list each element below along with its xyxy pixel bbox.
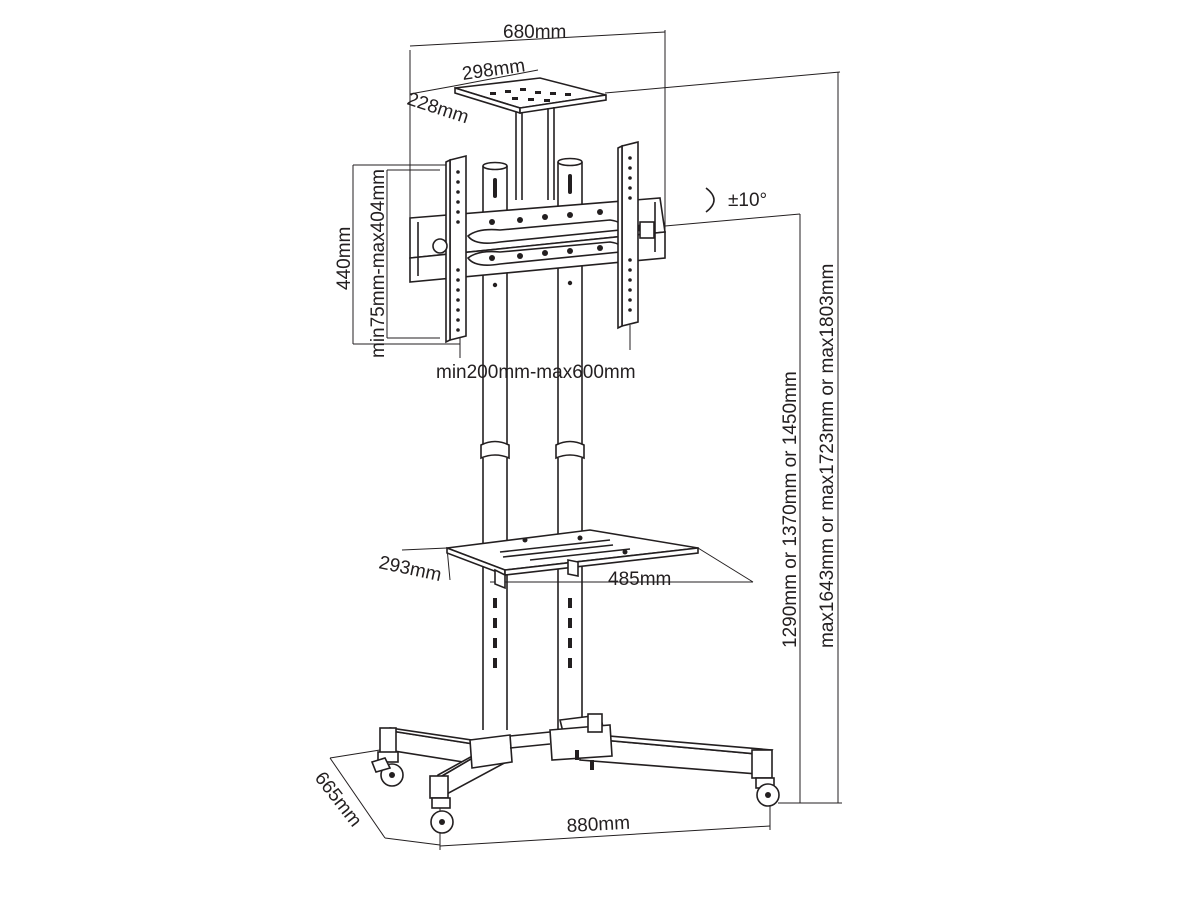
- label-center-height: 1290mm or 1370mm or 1450mm: [780, 371, 801, 648]
- dimension-labels: 680mm 298mm 228mm ±10° 440mm min75mm-max…: [310, 22, 838, 837]
- label-shelf-mid-depth: 293mm: [377, 552, 443, 586]
- label-base-width: 880mm: [566, 813, 630, 837]
- tv-mount-bracket: [409, 140, 666, 344]
- label-tilt: ±10°: [728, 190, 767, 211]
- label-base-depth: 665mm: [310, 768, 366, 831]
- stand-base: [379, 713, 774, 799]
- label-vesa-horizontal: min200mm-max600mm: [436, 362, 636, 383]
- label-max-height: max1643mm or max1723mm or max1803mm: [817, 264, 838, 648]
- casters: [370, 751, 780, 834]
- label-shelf-mid-width: 485mm: [608, 569, 671, 590]
- label-bracket-height: 440mm: [334, 227, 355, 290]
- tilt-arc: [705, 187, 715, 213]
- dimension-lines: [329, 30, 842, 850]
- middle-shelf: [446, 529, 699, 590]
- label-vesa-vertical: min75mm-max404mm: [368, 169, 389, 358]
- top-camera-shelf: [454, 77, 607, 200]
- label-overall-width: 680mm: [503, 22, 566, 43]
